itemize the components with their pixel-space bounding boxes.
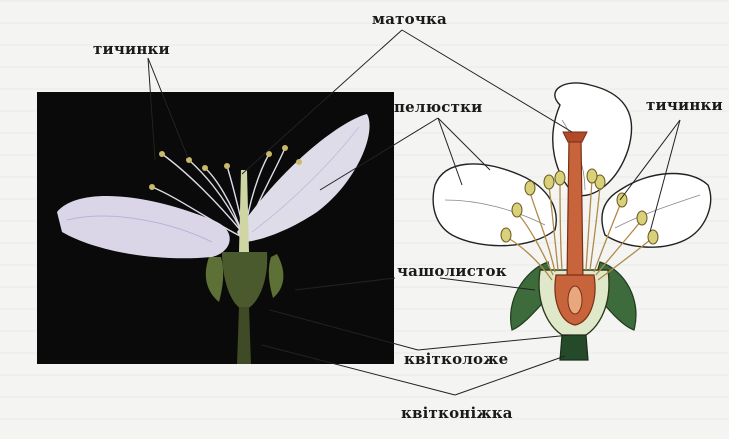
label-receptacle: квітколоже — [404, 350, 508, 368]
diagram-pistil-style — [567, 138, 583, 280]
label-pistil: маточка — [372, 10, 447, 28]
label-pedicel: квітконіжка — [401, 404, 513, 422]
label-petals: пелюстки — [394, 98, 482, 116]
label-stamens-left: тичинки — [93, 40, 170, 58]
label-stamens-right: тичинки — [646, 96, 723, 114]
diagram-petal-left — [433, 164, 556, 246]
label-sepal: чашолисток — [397, 262, 507, 280]
leader-lines — [148, 30, 680, 395]
